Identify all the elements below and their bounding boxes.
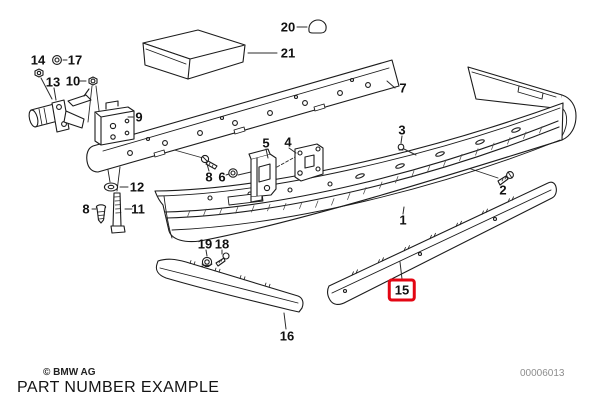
part-label-8[interactable]: 8 <box>82 201 90 217</box>
part-label-1[interactable]: 1 <box>399 212 407 228</box>
part-label-9[interactable]: 9 <box>135 109 143 125</box>
part-label-11[interactable]: 11 <box>131 201 145 217</box>
doc-number: 00006013 <box>520 368 565 379</box>
part-label-6[interactable]: 6 <box>218 169 226 185</box>
part-label-17[interactable]: 17 <box>67 52 83 68</box>
part-label-19[interactable]: 19 <box>197 236 213 252</box>
part-label-7[interactable]: 7 <box>399 80 407 96</box>
part-label-16[interactable]: 16 <box>279 328 295 344</box>
part-label-3[interactable]: 3 <box>398 122 406 138</box>
part-label-8[interactable]: 8 <box>205 169 213 185</box>
part-label-18[interactable]: 18 <box>214 236 230 252</box>
part-label-21[interactable]: 21 <box>280 45 296 61</box>
part-label-13[interactable]: 13 <box>45 74 61 90</box>
copyright-text: © BMW AG <box>43 367 96 378</box>
part-label-20[interactable]: 20 <box>280 19 296 35</box>
part-label-15[interactable]: 15 <box>387 278 417 302</box>
part-label-10[interactable]: 10 <box>65 73 81 89</box>
part-label-2[interactable]: 2 <box>499 182 507 198</box>
part-label-14[interactable]: 14 <box>30 52 46 68</box>
part-label-4[interactable]: 4 <box>284 134 292 150</box>
part-label-5[interactable]: 5 <box>262 135 270 151</box>
page-caption: PART NUMBER EXAMPLE <box>17 379 220 396</box>
part-label-12[interactable]: 12 <box>129 179 145 195</box>
